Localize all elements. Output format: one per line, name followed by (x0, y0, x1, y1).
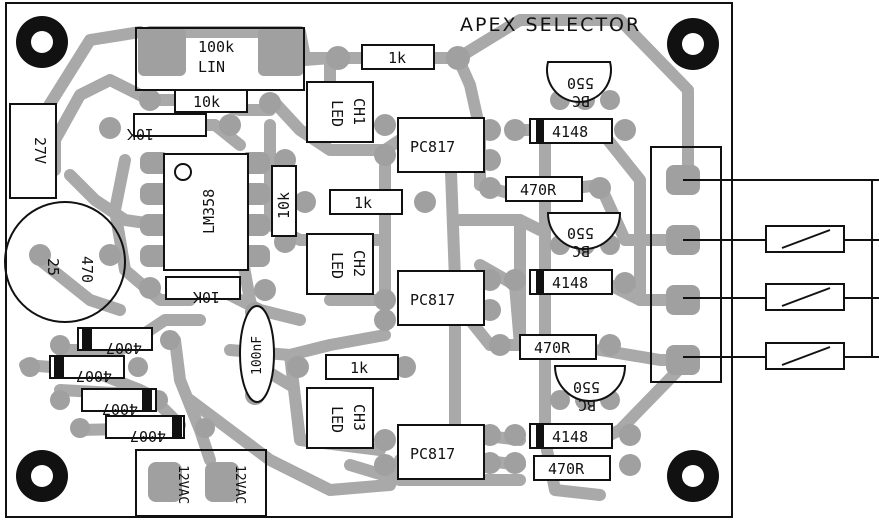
diode-4148-3-label: 4148 (552, 428, 588, 446)
cap-100nf-label: 100nF (250, 336, 265, 375)
ac-input-connector: 12VAC 12VAC (135, 449, 267, 517)
optocoupler-2: PC817 (397, 270, 485, 326)
resistor-470r-1: 470R (505, 176, 583, 202)
resistor-10k-b-label: 10K (127, 125, 154, 143)
zener-label: 27V (31, 137, 49, 164)
transistor-1-label-b: 550 (567, 74, 594, 92)
resistor-470r-3-label: 470R (548, 460, 585, 478)
ic-label: LM358 (200, 189, 218, 234)
transistor-1-label-a: BC (572, 92, 590, 110)
led-ch1: LED CH1 (306, 81, 374, 143)
led-ch2: LED CH2 (306, 233, 374, 295)
diode-4007-3-label: 4007 (102, 400, 138, 418)
resistor-1k-top: 1k (361, 44, 435, 70)
relay-coil-3 (765, 342, 845, 370)
zener-diode-left: 27V (9, 103, 57, 199)
diode-4148-2: 4148 (529, 269, 613, 295)
relay-coil-1 (765, 225, 845, 253)
resistor-1k-ch3-label: 1k (350, 359, 368, 377)
diode-4007-1: 4007 (77, 327, 153, 357)
diode-4007-2: 4007 (49, 355, 125, 385)
electrolytic-capacitor: 470 25 (4, 201, 126, 323)
resistor-10k-a-label: 10k (193, 93, 220, 111)
resistor-1k-ch3: 1k (325, 354, 399, 380)
transistor-3: 550 BC (553, 365, 627, 414)
pot-value-label: 100k (198, 38, 234, 56)
potentiometer: 100k LIN (135, 27, 305, 91)
diode-4007-4-label: 4007 (130, 427, 166, 445)
mounting-holes (16, 16, 719, 502)
resistor-470r-3: 470R (533, 455, 611, 481)
ecap-label-a: 470 (78, 256, 96, 283)
diode-4007-3: 4007 (81, 388, 157, 418)
resistor-1k-ch2: 1k (329, 189, 403, 215)
opto-3-label: PC817 (410, 445, 455, 463)
led-ch1-label-a: LED (328, 100, 346, 127)
resistor-470r-2: 470R (519, 334, 597, 360)
transistor-1: 550 BC (546, 61, 612, 110)
ecap-label-b: 25 (44, 258, 62, 276)
diode-4007-4: 4007 (105, 415, 185, 445)
resistor-10k-vertical-label: 10k (275, 192, 293, 219)
transistor-2-label-a: BC (572, 242, 590, 260)
led-ch2-label-a: LED (328, 252, 346, 279)
diode-4148-3: 4148 (529, 423, 613, 449)
resistor-10k-d-label: 10K (193, 288, 220, 306)
resistor-470r-1-label: 470R (520, 181, 557, 199)
transistor-3-label-b: 550 (573, 378, 600, 396)
resistor-10k-vertical: 10k (271, 165, 297, 237)
optocoupler-1: PC817 (397, 117, 485, 173)
transistor-2: 550 BC (546, 212, 622, 260)
ac-label-b: 12VAC (232, 465, 247, 504)
capacitor-100nf: 100nF (239, 305, 275, 403)
board-title: APEX SELECTOR (460, 14, 641, 36)
opto-2-label: PC817 (410, 291, 455, 309)
ac-label-a: 12VAC (175, 465, 190, 504)
output-connector (650, 146, 722, 383)
transistor-2-label-b: 550 (567, 224, 594, 242)
lm358-ic: LM358 (163, 153, 249, 271)
led-ch3-label-b: CH3 (350, 404, 368, 431)
resistor-470r-2-label: 470R (534, 339, 571, 357)
resistor-1k-top-label: 1k (388, 49, 406, 67)
led-ch1-label-b: CH1 (350, 98, 368, 125)
resistor-10k-d: 10K (165, 276, 241, 306)
diode-4148-1-label: 4148 (552, 123, 588, 141)
led-ch3-label-a: LED (328, 406, 346, 433)
led-ch2-label-b: CH2 (350, 250, 368, 277)
resistor-10k-b: 10K (127, 113, 207, 143)
led-ch3: LED CH3 (306, 387, 374, 449)
optocoupler-3: PC817 (397, 424, 485, 480)
opto-1-label: PC817 (410, 138, 455, 156)
external-wiring (683, 179, 879, 358)
relay-coil-2 (765, 283, 845, 311)
diode-4148-1: 4148 (529, 118, 613, 144)
pot-type-label: LIN (198, 58, 225, 76)
resistor-1k-ch2-label: 1k (354, 194, 372, 212)
transistor-3-label-a: BC (578, 396, 596, 414)
diode-4148-2-label: 4148 (552, 274, 588, 292)
diode-4007-2-label: 4007 (76, 367, 112, 385)
resistor-10k-a: 10k (174, 89, 248, 113)
diode-4007-1-label: 4007 (106, 339, 142, 357)
